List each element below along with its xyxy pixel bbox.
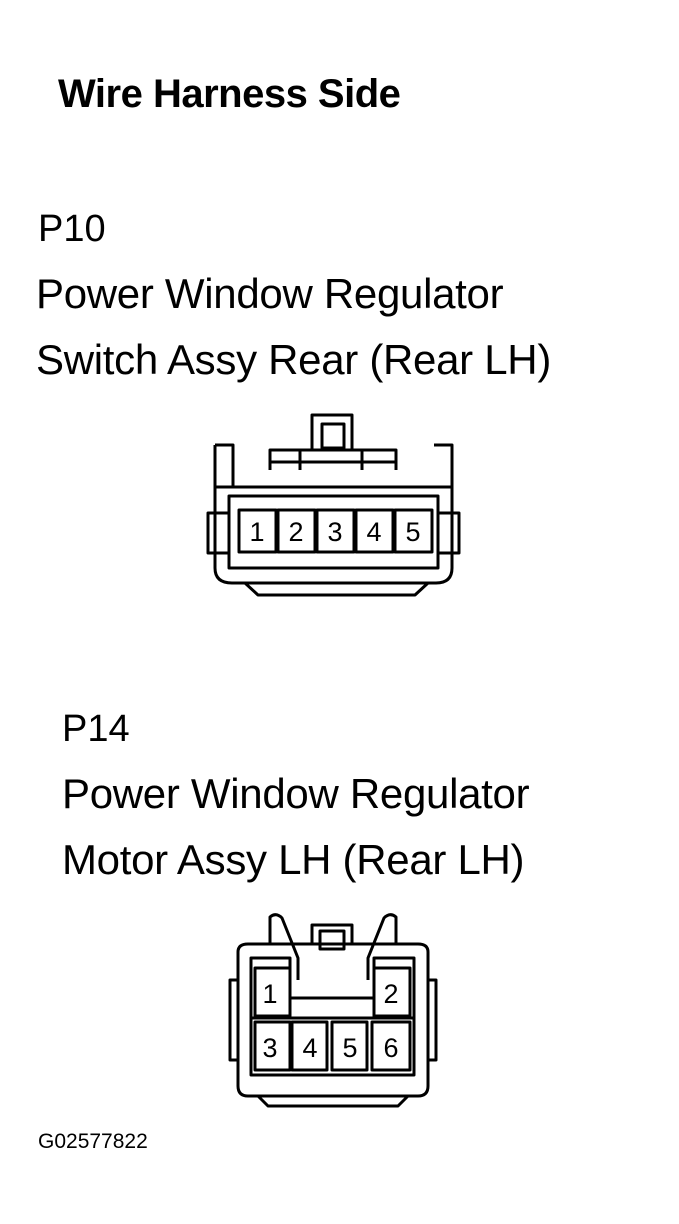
p10-pin-label: 3 (327, 517, 342, 547)
connector-name-p14-line2: Motor Assy LH (Rear LH) (62, 836, 525, 883)
p14-pin-label: 3 (262, 1033, 277, 1063)
connector-code-p10: P10 (38, 208, 106, 250)
p14-pin-label: 4 (302, 1033, 317, 1063)
p10-pin-label: 1 (249, 517, 264, 547)
figure-id: G02577822 (38, 1130, 148, 1153)
connector-name-p10-line1: Power Window Regulator (36, 270, 504, 317)
p14-pin-label: 1 (262, 979, 277, 1009)
p14-pin-label: 6 (383, 1033, 398, 1063)
p10-pin-label: 4 (366, 517, 381, 547)
p14-pin-label: 5 (342, 1033, 357, 1063)
page-title: Wire Harness Side (58, 72, 401, 116)
connector-code-p14: P14 (62, 708, 130, 750)
connector-name-p10-line2: Switch Assy Rear (Rear LH) (36, 336, 552, 383)
p14-pin-label: 2 (383, 979, 398, 1009)
connector-name-p14-line1: Power Window Regulator (62, 770, 530, 817)
p10-pin-label: 5 (405, 517, 420, 547)
p10-pin-label: 2 (288, 517, 303, 547)
